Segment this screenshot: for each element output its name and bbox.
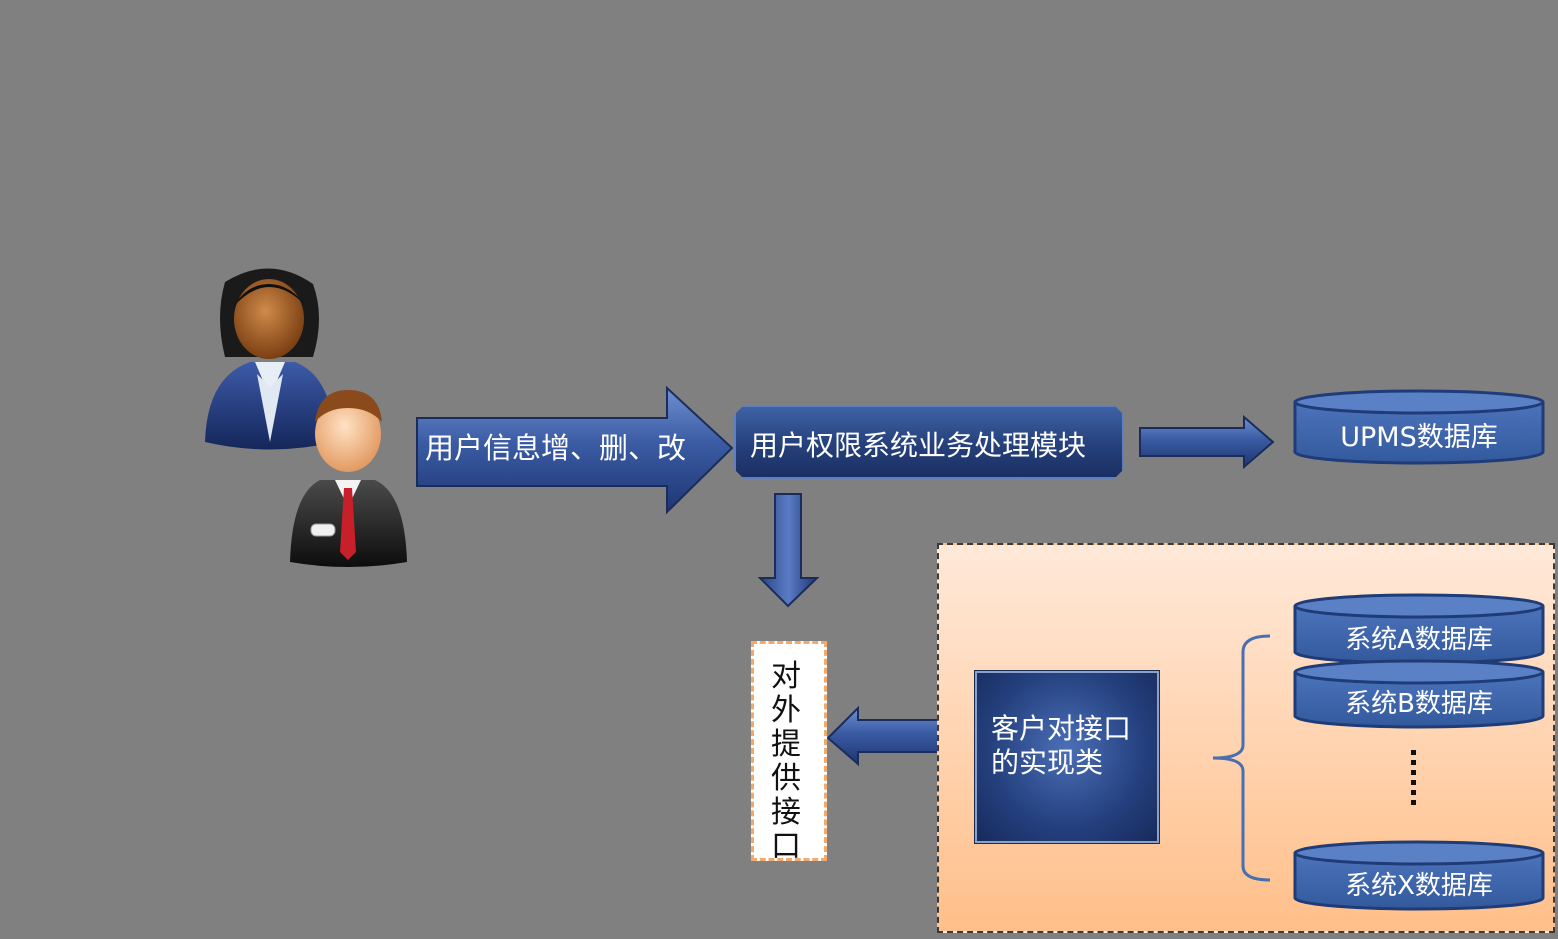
female-user-icon: [205, 268, 335, 450]
business-module-label: 用户权限系统业务处理模块: [750, 429, 1087, 462]
interface-arrow: [826, 705, 939, 767]
implementation-class-box: [975, 671, 1159, 843]
upms-database: [1293, 389, 1545, 465]
system-a-database-label: 系统A数据库: [1345, 625, 1493, 655]
external-interface-box: [751, 641, 827, 861]
down-arrow: [757, 493, 820, 608]
edit-arrow: [416, 385, 734, 515]
system-x-database: [1293, 840, 1545, 911]
implementation-class-label: 客户对接口的实现类: [991, 712, 1132, 779]
ellipsis-icon: [1411, 750, 1416, 805]
db-write-arrow: [1139, 414, 1275, 470]
male-user-icon: [290, 390, 407, 567]
upms-database-label: UPMS数据库: [1340, 422, 1498, 453]
grouping-brace: [1212, 634, 1271, 882]
edit-action-label: 用户信息增、删、改: [425, 431, 687, 465]
system-b-database: [1293, 659, 1545, 729]
users-illustration: [205, 268, 407, 567]
system-a-database: [1293, 593, 1545, 665]
system-x-database-label: 系统X数据库: [1345, 871, 1493, 901]
system-b-database-label: 系统B数据库: [1345, 689, 1493, 719]
external-interface-label: 对外提供接口: [771, 659, 801, 864]
business-module-box: [734, 405, 1124, 479]
